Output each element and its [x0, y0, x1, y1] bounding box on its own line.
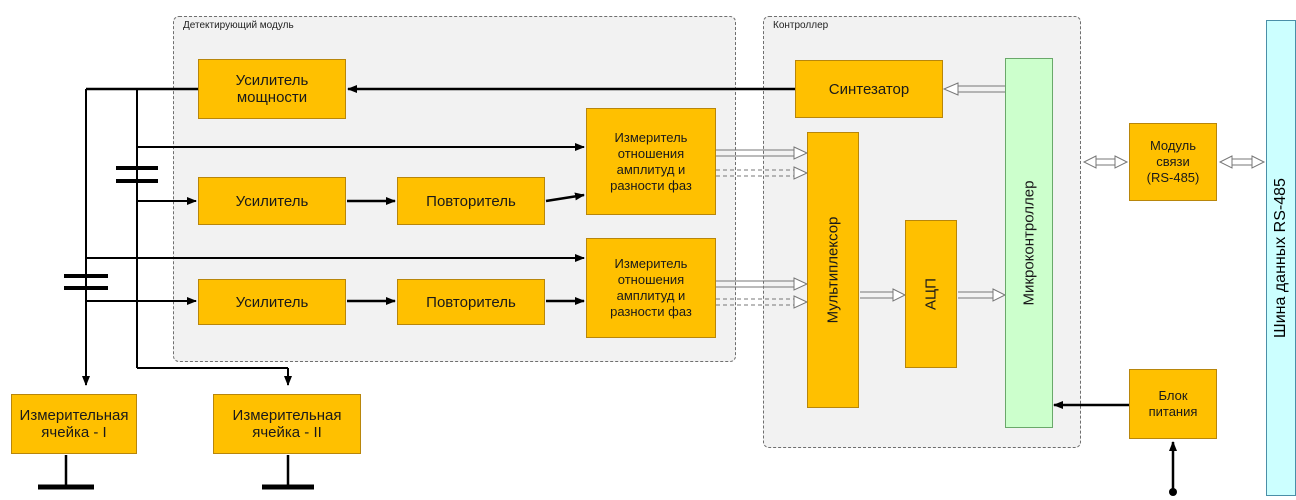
comm-module-block: Модуль связи (RS-485): [1129, 123, 1217, 201]
amplifier-1-block: Усилитель: [198, 177, 346, 225]
microcontroller-label: Микроконтроллер: [1020, 180, 1038, 306]
repeater-2-block: Повторитель: [397, 279, 545, 325]
adc-label: АЦП: [922, 278, 940, 310]
microcontroller-block: Микроконтроллер: [1005, 58, 1053, 428]
amplifier-2-block: Усилитель: [198, 279, 346, 325]
repeater-1-block: Повторитель: [397, 177, 545, 225]
mcu-to-synth-bus-arrow: [942, 82, 1005, 96]
multiplexer-block: Мультиплексор: [807, 132, 859, 408]
power-amplifier-block: Усилитель мощности: [198, 59, 346, 119]
synthesizer-block: Синтезатор: [795, 60, 943, 118]
adc-block: АЦП: [905, 220, 957, 368]
controller-label: Контроллер: [773, 20, 829, 31]
measuring-cell-2-block: Измерительная ячейка - II: [213, 394, 361, 454]
measuring-cell-1-block: Измерительная ячейка - I: [11, 394, 137, 454]
meter-2-block: Измеритель отношения амплитуд и разности…: [586, 238, 716, 338]
multiplexer-label: Мультиплексор: [824, 216, 842, 324]
power-supply-block: Блок питания: [1129, 369, 1217, 439]
detector-module-label: Детектирующий модуль: [183, 20, 294, 31]
meter-1-block: Измеритель отношения амплитуд и разности…: [586, 108, 716, 215]
